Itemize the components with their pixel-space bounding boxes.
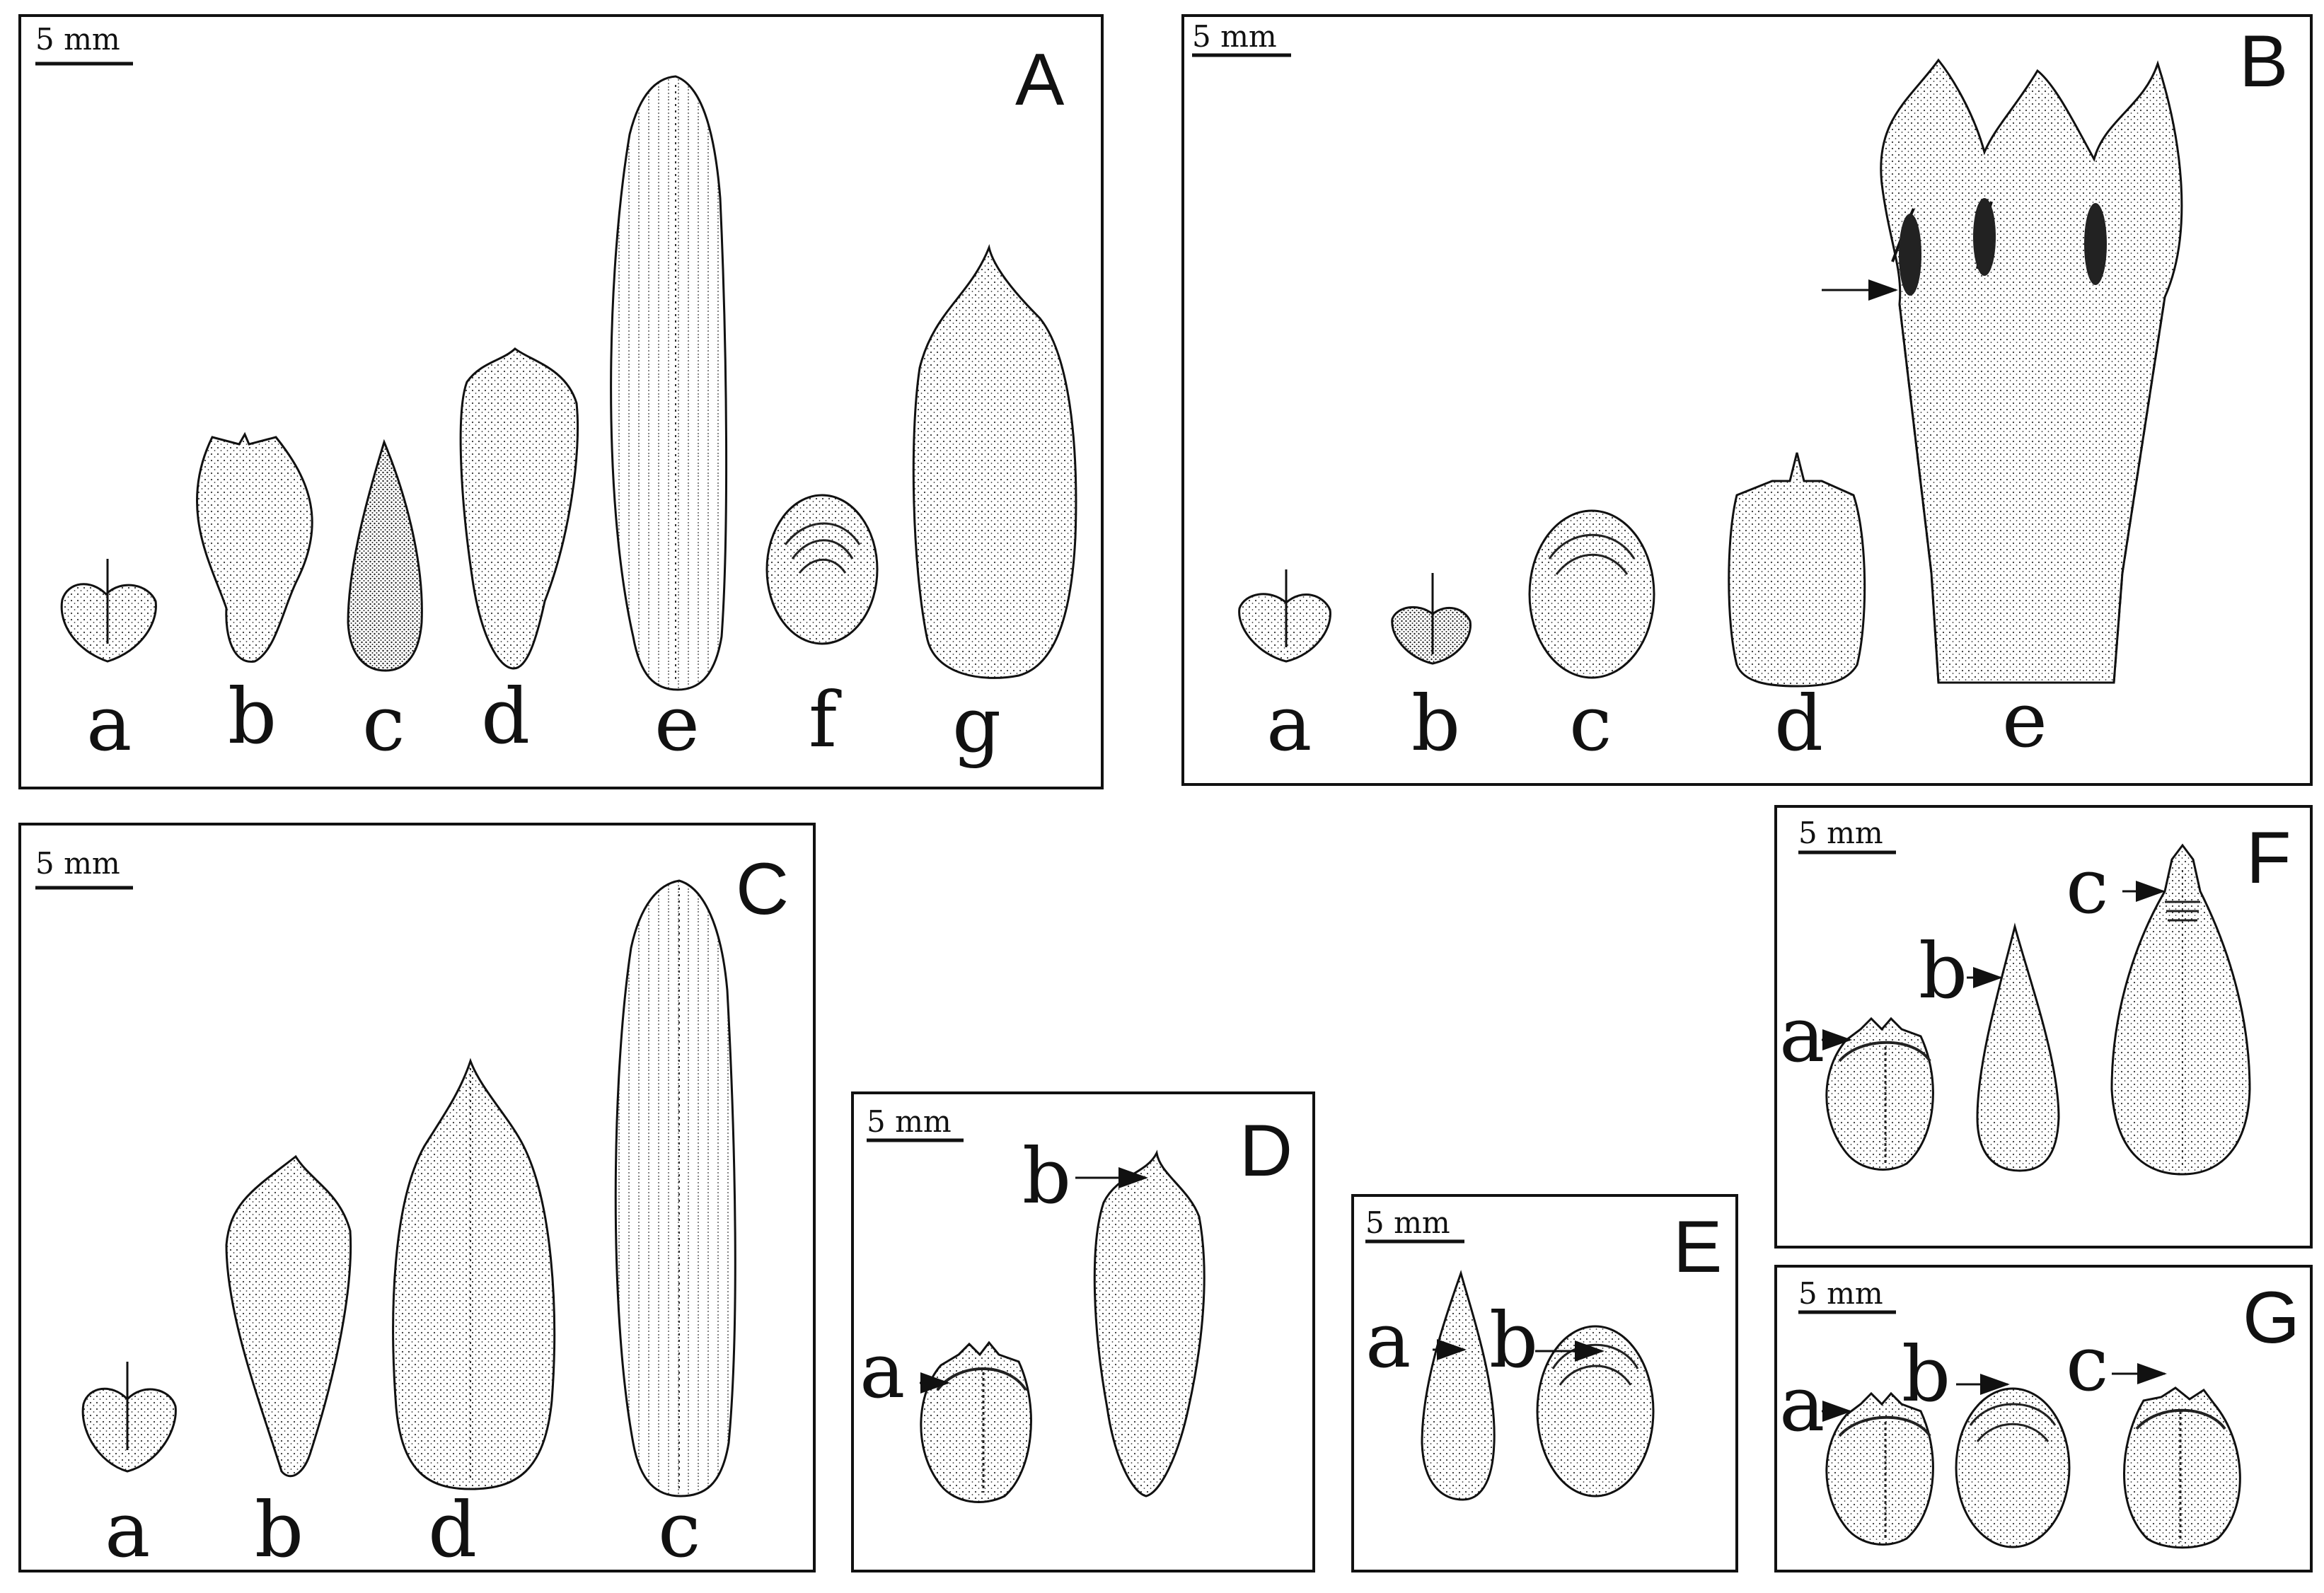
specimen-f-b bbox=[1976, 922, 2060, 1172]
letter-c-b: b bbox=[255, 1486, 303, 1575]
panel-a: 5 mm A a b c d e f g bbox=[18, 14, 1104, 789]
letter-b-a: a bbox=[1266, 680, 1312, 768]
letter-b-c: c bbox=[1569, 680, 1612, 768]
specimen-b-d bbox=[1728, 452, 1866, 688]
specimen-b-e bbox=[1822, 58, 2183, 684]
specimen-d-a bbox=[920, 1340, 1032, 1503]
specimen-a-d bbox=[459, 347, 579, 670]
letter-b-e: e bbox=[2002, 676, 2047, 765]
letter-c-d: d bbox=[428, 1486, 477, 1575]
letter-a-f: f bbox=[809, 676, 842, 765]
letter-a-b: b bbox=[228, 673, 277, 761]
panel-label-a: A bbox=[1015, 39, 1065, 121]
specimen-g-b bbox=[1955, 1387, 2071, 1548]
specimen-g-a bbox=[1825, 1391, 1934, 1546]
letter-c-a: a bbox=[105, 1486, 150, 1575]
scale-label-g: 5 mm bbox=[1798, 1276, 1883, 1311]
panel-b: 5 mm B a b c bbox=[1181, 14, 2313, 786]
letter-f-c: c bbox=[2066, 842, 2109, 931]
scale-label-a: 5 mm bbox=[35, 22, 120, 57]
letter-e-a: a bbox=[1365, 1297, 1411, 1385]
scale-label-c: 5 mm bbox=[35, 846, 120, 881]
specimen-a-c bbox=[347, 439, 423, 672]
letter-f-b: b bbox=[1919, 927, 1967, 1016]
letter-b-b: b bbox=[1411, 680, 1460, 768]
scale-label-b: 5 mm bbox=[1192, 19, 1277, 54]
letter-b-d: d bbox=[1774, 680, 1823, 768]
specimen-c-a bbox=[81, 1362, 177, 1473]
scale-label-e: 5 mm bbox=[1365, 1205, 1450, 1240]
specimen-a-b bbox=[196, 431, 313, 663]
letter-d-a: a bbox=[860, 1327, 905, 1415]
specimen-e-a bbox=[1421, 1270, 1496, 1501]
specimen-a-a bbox=[60, 559, 157, 663]
panel-f: 5 mm F a b c bbox=[1774, 805, 2313, 1249]
specimen-b-c bbox=[1528, 509, 1655, 679]
letter-a-e: e bbox=[654, 680, 700, 768]
specimen-c-c bbox=[614, 879, 736, 1498]
letter-a-a: a bbox=[86, 680, 132, 768]
specimen-a-e bbox=[610, 75, 728, 691]
letter-g-c: c bbox=[2066, 1320, 2109, 1408]
specimen-g-c bbox=[2123, 1386, 2241, 1549]
letter-d-b: b bbox=[1022, 1133, 1071, 1221]
letter-c-c: c bbox=[658, 1486, 701, 1575]
letter-a-c: c bbox=[362, 680, 405, 768]
specimen-d-b bbox=[1093, 1149, 1206, 1498]
panel-e: 5 mm E a b bbox=[1351, 1194, 1738, 1572]
letter-g-a: a bbox=[1779, 1360, 1825, 1449]
scale-label-d: 5 mm bbox=[867, 1104, 952, 1139]
panel-label-e: E bbox=[1673, 1206, 1722, 1288]
letter-f-a: a bbox=[1779, 991, 1825, 1079]
panel-label-c: C bbox=[736, 848, 789, 930]
panel-label-g: G bbox=[2243, 1277, 2300, 1359]
letter-a-d: d bbox=[481, 673, 530, 761]
panel-label-b: B bbox=[2239, 21, 2288, 103]
letter-g-b: b bbox=[1902, 1331, 1950, 1419]
panel-label-f: F bbox=[2246, 817, 2291, 899]
specimen-f-c bbox=[2110, 843, 2251, 1176]
panel-g: 5 mm G a b c bbox=[1774, 1265, 2313, 1572]
specimen-c-b bbox=[225, 1154, 352, 1478]
specimen-b-a bbox=[1238, 569, 1331, 663]
letter-e-b: b bbox=[1489, 1297, 1538, 1385]
panel-c: 5 mm C a b d c bbox=[18, 823, 816, 1575]
specimen-a-f bbox=[765, 494, 879, 645]
specimen-b-b bbox=[1391, 573, 1472, 665]
specimen-c-d bbox=[392, 1058, 556, 1490]
specimen-f-a bbox=[1825, 1016, 1934, 1171]
letter-a-g: g bbox=[952, 681, 1001, 770]
panel-label-d: D bbox=[1239, 1110, 1293, 1192]
panel-d: 5 mm D a b bbox=[851, 1091, 1315, 1572]
scale-label-f: 5 mm bbox=[1798, 816, 1883, 850]
specimen-a-g bbox=[912, 244, 1077, 679]
